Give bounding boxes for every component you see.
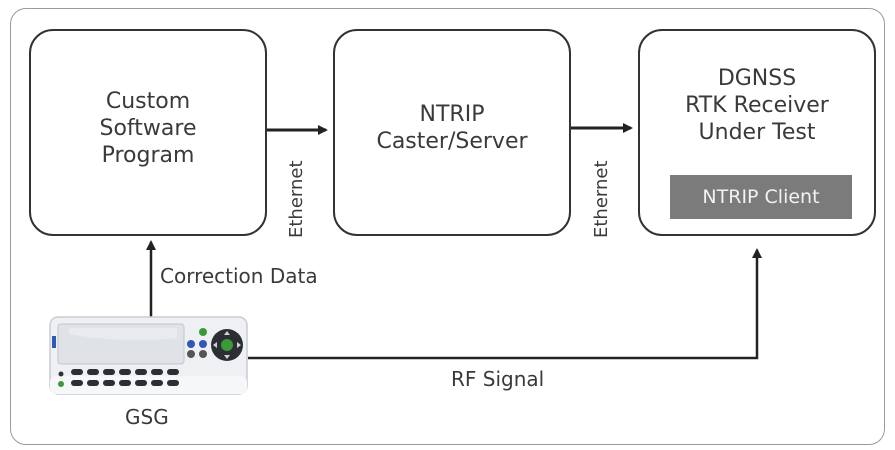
custom-software-line-1: Custom bbox=[105, 89, 191, 114]
ntrip-caster-line-2: Caster/Server bbox=[376, 129, 528, 154]
gsg-label: GSG bbox=[125, 405, 169, 429]
rf-signal-line bbox=[248, 248, 762, 360]
custom-software-label: Custom Software Program bbox=[31, 88, 265, 169]
ntrip-caster-line-1: NTRIP bbox=[419, 102, 485, 127]
custom-software-box: Custom Software Program bbox=[29, 29, 267, 236]
dgnss-receiver-line-2: RTK Receiver bbox=[685, 93, 829, 118]
ethernet-label-1: Ethernet bbox=[286, 160, 307, 238]
dgnss-receiver-line-3: Under Test bbox=[698, 120, 816, 145]
signal-generator-icon bbox=[49, 316, 248, 395]
ntrip-caster-label: NTRIP Caster/Server bbox=[335, 101, 569, 155]
diagram-frame bbox=[10, 8, 885, 445]
dgnss-receiver-label: DGNSS RTK Receiver Under Test bbox=[640, 65, 874, 146]
custom-software-line-3: Program bbox=[101, 143, 195, 168]
dgnss-receiver-line-1: DGNSS bbox=[717, 66, 797, 91]
correction-data-label: Correction Data bbox=[160, 264, 318, 288]
dgnss-receiver-box: DGNSS RTK Receiver Under Test NTRIP Clie… bbox=[638, 29, 876, 236]
ntrip-caster-box: NTRIP Caster/Server bbox=[333, 29, 571, 236]
ethernet-label-2: Ethernet bbox=[591, 160, 612, 238]
rf-signal-label: RF Signal bbox=[451, 367, 545, 391]
custom-software-line-2: Software bbox=[99, 116, 197, 141]
ntrip-client-box: NTRIP Client bbox=[670, 175, 852, 219]
